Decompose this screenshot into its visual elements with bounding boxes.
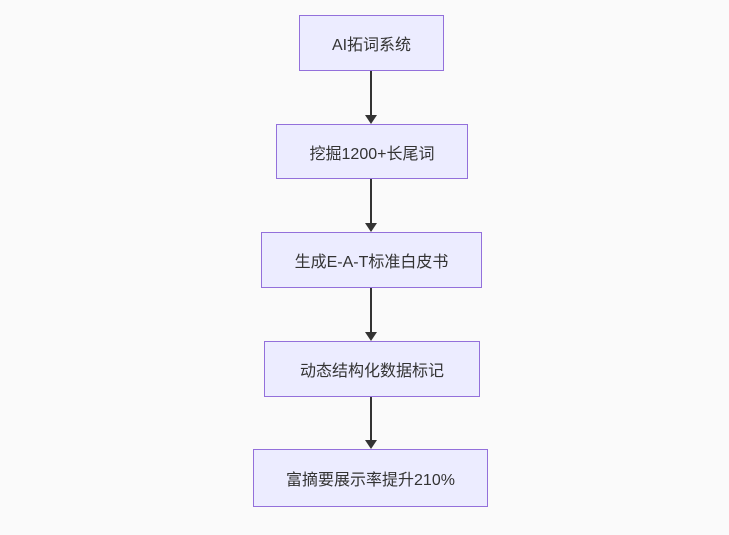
arrowhead-down-icon <box>365 332 377 341</box>
arrowhead-down-icon <box>365 223 377 232</box>
flowchart-node-structured-data: 动态结构化数据标记 <box>264 341 480 397</box>
flowchart-edge-3 <box>365 288 377 341</box>
flowchart-edge-2 <box>365 179 377 232</box>
flowchart-edge-4 <box>365 397 377 449</box>
arrowhead-down-icon <box>365 115 377 124</box>
node-label: AI拓词系统 <box>331 37 412 54</box>
node-label: 生成E-A-T标准白皮书 <box>294 254 449 271</box>
edge-line <box>370 71 372 115</box>
flowchart-node-eat-whitepaper: 生成E-A-T标准白皮书 <box>261 232 482 288</box>
edge-line <box>370 397 372 440</box>
edge-line <box>370 288 372 332</box>
node-label: 富摘要展示率提升210% <box>286 472 455 489</box>
flowchart-node-longtail-mining: 挖掘1200+长尾词 <box>276 124 468 179</box>
flowchart-edge-1 <box>365 71 377 124</box>
node-label: 挖掘1200+长尾词 <box>309 145 435 163</box>
edge-line <box>370 179 372 223</box>
flowchart-node-rich-snippet-result: 富摘要展示率提升210% <box>253 449 488 507</box>
node-label: 动态结构化数据标记 <box>299 363 444 380</box>
arrowhead-down-icon <box>365 440 377 449</box>
flowchart-node-ai-keyword-system: AI拓词系统 <box>299 15 444 71</box>
